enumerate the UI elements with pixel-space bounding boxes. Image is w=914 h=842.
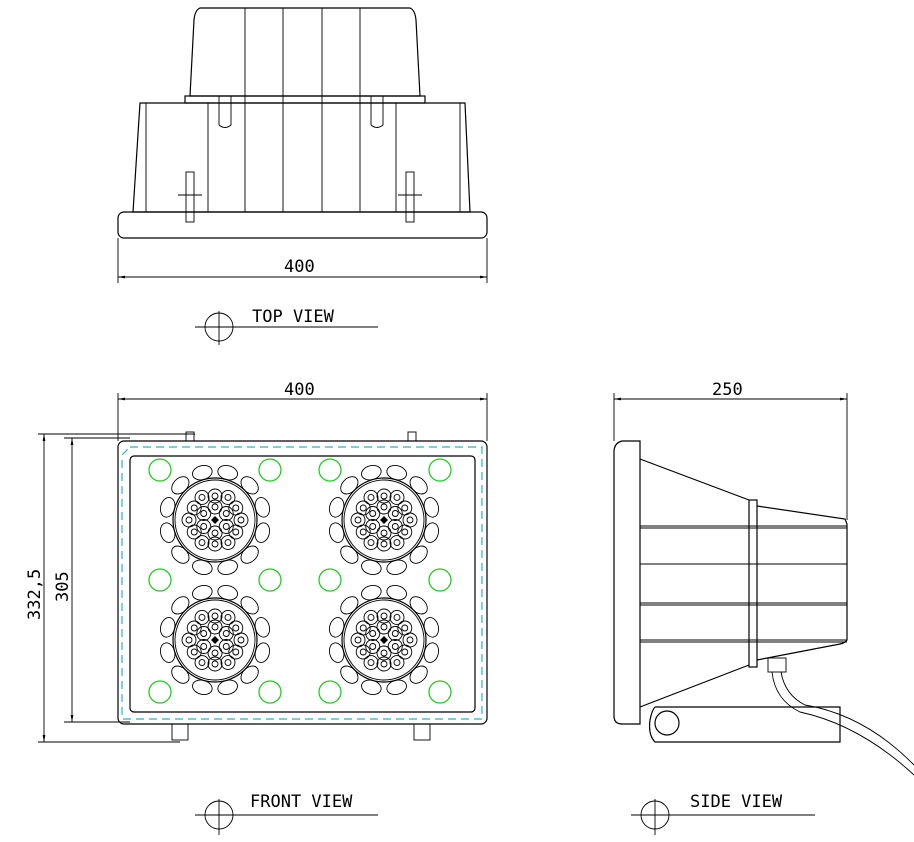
indicator-circle bbox=[258, 458, 282, 482]
front-inner-height-dimension: 305 bbox=[53, 571, 73, 602]
side-depth-dimension: 250 bbox=[712, 380, 743, 400]
top-width-dimension: 400 bbox=[284, 257, 315, 277]
led-module bbox=[328, 464, 440, 576]
indicator-circle bbox=[428, 568, 452, 592]
side-view-label: SIDE VIEW bbox=[690, 792, 783, 812]
indicator-circle bbox=[258, 568, 282, 592]
front-view-label: FRONT VIEW bbox=[250, 792, 353, 812]
indicator-circle bbox=[148, 568, 172, 592]
top-view-label: TOP VIEW bbox=[252, 307, 335, 327]
front-view: 400 332,5 305 FRONT VIEW bbox=[25, 380, 488, 835]
indicator-circle bbox=[318, 458, 342, 482]
indicator-circle bbox=[318, 680, 342, 704]
indicator-circle bbox=[428, 680, 452, 704]
indicator-circle bbox=[258, 680, 282, 704]
indicator-circle bbox=[318, 568, 342, 592]
front-width-dimension: 400 bbox=[284, 380, 315, 400]
led-module bbox=[159, 584, 271, 696]
led-module bbox=[159, 464, 271, 576]
top-view: 400 TOP VIEW bbox=[117, 7, 488, 345]
indicator-circle bbox=[428, 458, 452, 482]
indicator-circle bbox=[148, 680, 172, 704]
front-outer-height-dimension: 332,5 bbox=[25, 569, 45, 620]
side-view: 250 SIDE VIEW bbox=[613, 380, 914, 835]
indicator-circle bbox=[148, 458, 172, 482]
led-module bbox=[328, 584, 440, 696]
